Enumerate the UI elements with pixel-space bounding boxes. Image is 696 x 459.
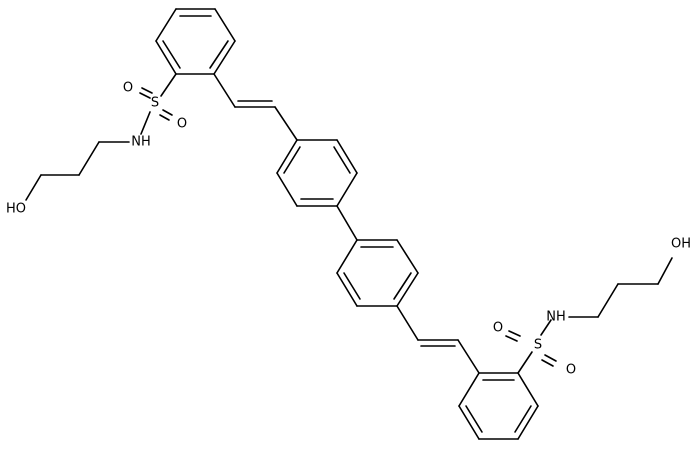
- upper-vinylene-linker: [213, 73, 298, 141]
- lower-right-benzene-ring: [458, 372, 539, 440]
- lower-right-sulfonyl-group: [505, 319, 557, 374]
- sulfur-atom-right: S: [534, 338, 542, 353]
- sulfur-atom-left: S: [151, 96, 159, 111]
- amine-nh-right: NH: [546, 310, 566, 325]
- oxygen-atom-left-lower: O: [177, 117, 187, 132]
- lower-vinylene-linker: [396, 305, 480, 374]
- biaryl-bond: [336, 205, 358, 241]
- oxygen-atom-left-upper: O: [123, 81, 133, 96]
- lower-right-hydroxypropyl-chain: [568, 257, 673, 318]
- upper-left-benzene-ring: [155, 8, 236, 75]
- upper-left-hydroxypropyl-chain: [25, 141, 130, 201]
- upper-left-sulfonyl-group: [139, 73, 177, 135]
- hydroxyl-ho-left: HO: [6, 202, 26, 217]
- biphenyl-lower-ring: [336, 239, 419, 307]
- biphenyl-upper-ring: [276, 139, 358, 207]
- oxygen-atom-right-lower: O: [566, 363, 576, 378]
- hydroxyl-oh-right: OH: [671, 237, 691, 252]
- oxygen-atom-right-upper: O: [493, 321, 503, 336]
- amine-nh-left: NH: [131, 135, 151, 150]
